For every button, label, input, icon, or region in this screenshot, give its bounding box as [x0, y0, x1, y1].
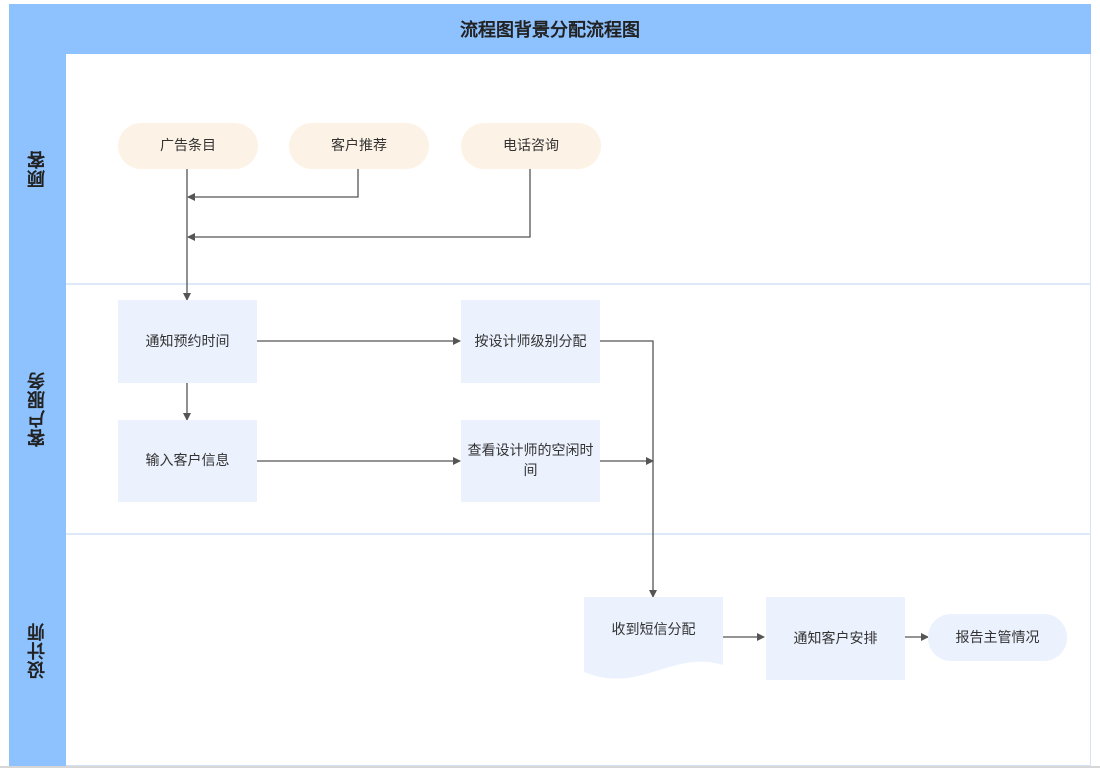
connector-assign-to-sms	[600, 340, 657, 598]
connector-phone-to-main	[187, 169, 531, 241]
node-input-info: 输入客户信息	[118, 420, 257, 502]
node-ad-entry: 广告条目	[118, 123, 258, 169]
node-notify-arrange: 通知客户安排	[766, 597, 905, 680]
node-receive-sms: 收到短信分配	[584, 597, 723, 681]
node-phone-inquiry: 电话咨询	[461, 123, 601, 169]
node-check-free-time: 查看设计师的空闲时间	[461, 420, 600, 502]
lane-divider	[66, 283, 1091, 285]
node-report-supervisor: 报告主管情况	[928, 614, 1067, 661]
diagram-title: 流程图背景分配流程图	[9, 4, 1091, 54]
document-shape	[584, 597, 723, 679]
node-notify-time: 通知预约时间	[118, 300, 257, 383]
lane-divider	[66, 533, 1091, 535]
node-assign-by-level: 按设计师级别分配	[461, 300, 600, 383]
bottom-border	[0, 766, 1100, 768]
node-referral: 客户推荐	[289, 123, 429, 169]
lane-header-service: 客户服务	[9, 284, 66, 534]
lane-header-customer: 顾客	[9, 54, 66, 284]
lane-header-designer: 设计师	[9, 534, 66, 766]
connector-referral-to-main	[187, 169, 359, 201]
node-receive-sms-label: 收到短信分配	[611, 622, 696, 638]
